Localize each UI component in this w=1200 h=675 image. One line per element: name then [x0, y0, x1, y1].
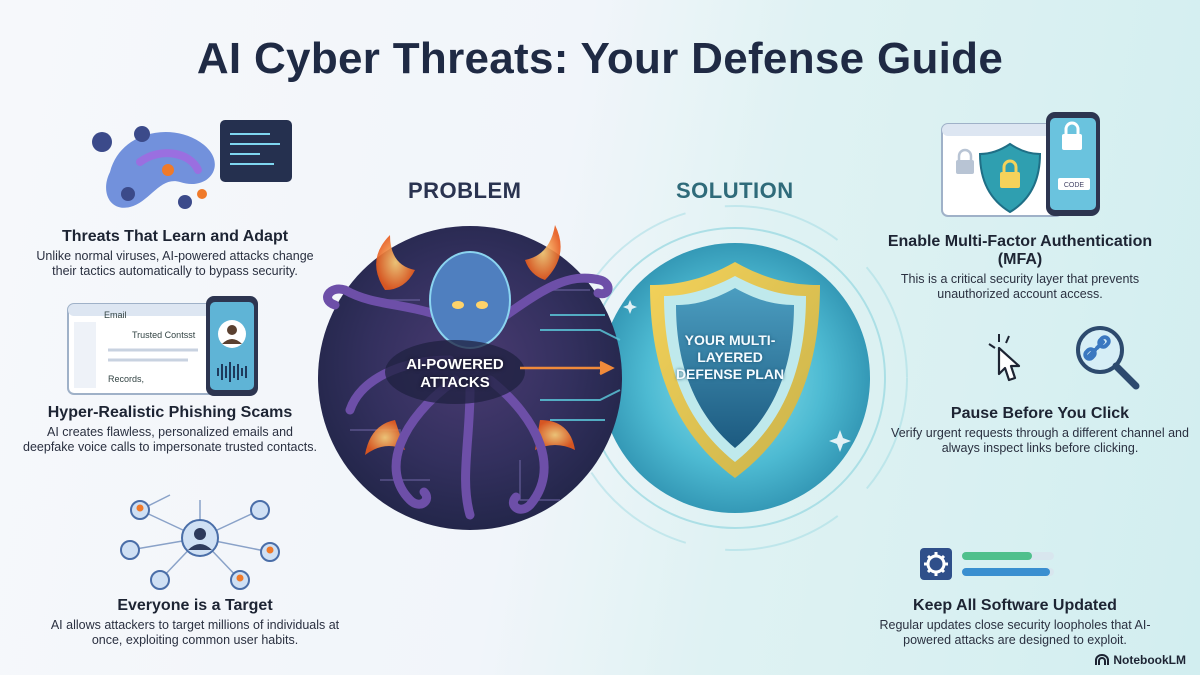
records-label: Records,	[108, 374, 144, 384]
threat-phishing: Hyper-Realistic Phishing Scams AI create…	[20, 404, 320, 455]
trusted-contact-label: Trusted Contsst	[132, 330, 196, 340]
user-network-icon	[120, 494, 280, 590]
attacks-label: AI-POWERED ATTACKS	[406, 356, 504, 391]
solution-heading: SOLUTION	[676, 178, 794, 203]
shield-icon	[650, 262, 820, 478]
defense-mfa: Enable Multi-Factor Authentication (MFA)…	[870, 233, 1170, 302]
defense-pause-title: Pause Before You Click	[950, 405, 1130, 422]
threat-adapt-title: Threats That Learn and Adapt	[61, 228, 289, 245]
defense-update-body: Regular updates close security loopholes…	[879, 618, 1151, 647]
mfa-lock-icon: CODE	[941, 112, 1100, 217]
fire-flames	[365, 225, 575, 455]
defense-update: Keep All Software Updated Regular update…	[865, 597, 1165, 648]
threat-phishing-title: Hyper-Realistic Phishing Scams	[47, 404, 293, 421]
brand-name: NotebookLM	[1113, 653, 1186, 667]
phishing-email-phone-icon: Email Trusted Contsst Records,	[67, 296, 258, 396]
gear-progress-icon	[920, 548, 1054, 580]
defense-update-title: Keep All Software Updated	[913, 597, 1117, 614]
page-title: AI Cyber Threats: Your Defense Guide	[196, 34, 1004, 83]
defense-mfa-body: This is a critical security layer that p…	[900, 272, 1140, 301]
defense-mfa-title: Enable Multi-Factor Authentication (MFA)	[887, 233, 1153, 268]
pointer-link-magnifier-icon	[988, 326, 1140, 390]
defense-plan-label: YOUR MULTI-LAYERED DEFENSE PLAN	[675, 332, 785, 382]
notebooklm-logo-icon	[1095, 654, 1110, 665]
flow-arrows	[520, 360, 615, 376]
defense-pause: Pause Before You Click Verify urgent req…	[890, 405, 1190, 456]
circuit-lines	[540, 314, 621, 421]
ai-tentacle-code-icon	[92, 120, 292, 209]
code-label: CODE	[1064, 182, 1085, 189]
notebooklm-brand: NotebookLM	[1095, 653, 1186, 667]
threat-target: Everyone is a Target AI allows attackers…	[45, 597, 345, 648]
problem-heading: PROBLEM	[408, 178, 522, 203]
threat-adapt: Threats That Learn and Adapt Unlike norm…	[25, 228, 325, 279]
threat-target-title: Everyone is a Target	[117, 597, 273, 614]
threat-target-body: AI allows attackers to target millions o…	[50, 618, 340, 647]
threat-adapt-body: Unlike normal viruses, AI-powered attack…	[36, 249, 314, 278]
attacks-label-backdrop	[385, 340, 525, 404]
email-label: Email	[104, 310, 127, 320]
sparkles	[623, 300, 851, 452]
ai-octopus	[429, 251, 511, 349]
threat-phishing-body: AI creates flawless, personalized emails…	[23, 425, 317, 454]
defense-pause-body: Verify urgent requests through a differe…	[891, 426, 1189, 455]
